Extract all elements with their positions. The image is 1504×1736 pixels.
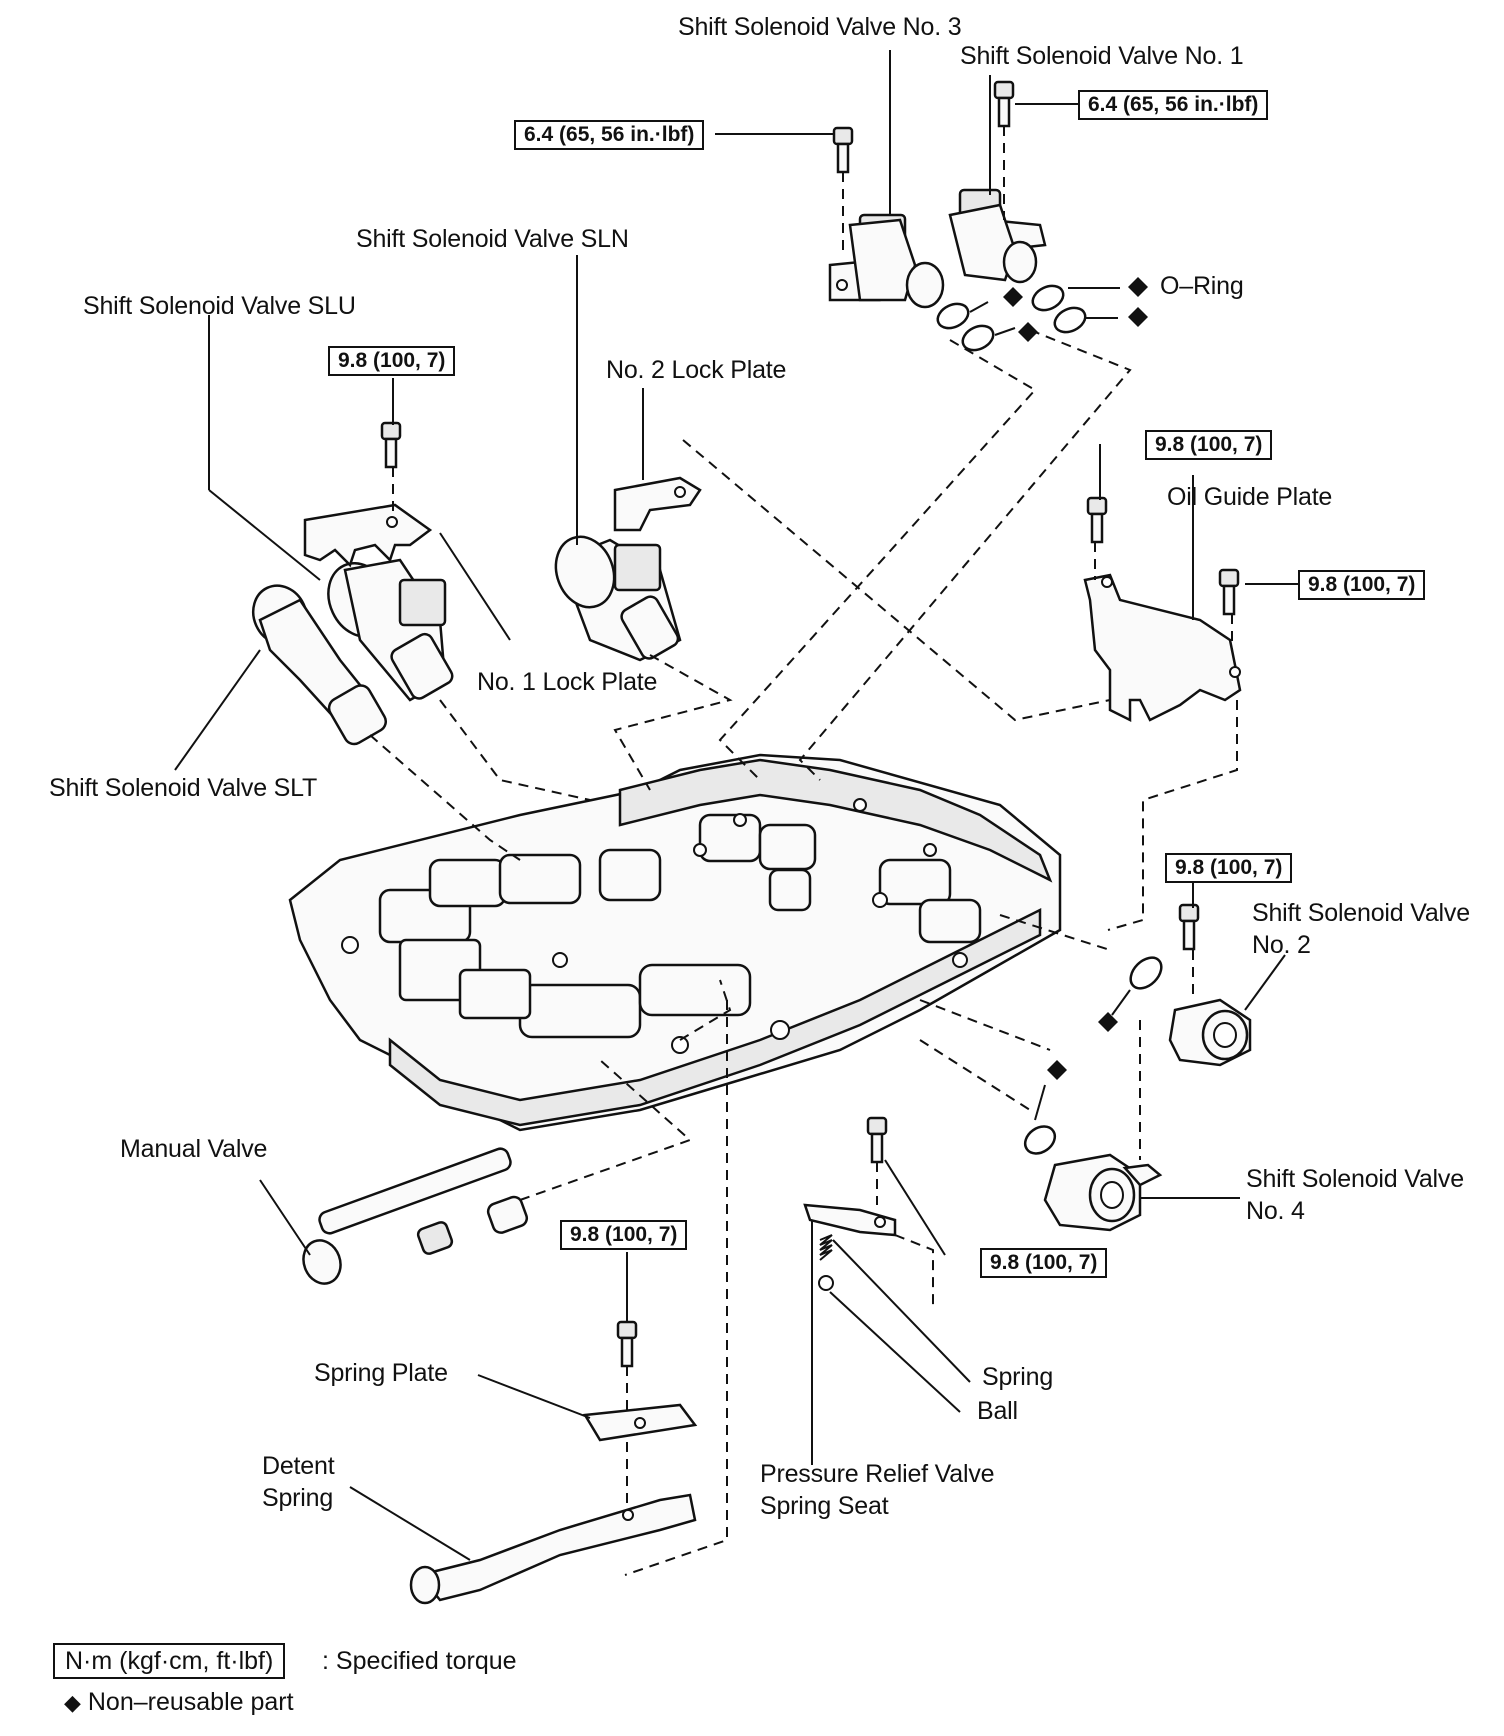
torque-box-no1-lock-plate-bolt: 9.8 (100, 7) (328, 346, 456, 376)
pressure-relief-parts (803, 1116, 897, 1291)
assembly-lines (369, 126, 1238, 1576)
label-oil-guide-plate: Oil Guide Plate (1167, 483, 1333, 511)
no1-lock-plate (303, 421, 433, 568)
label-spring: Spring (982, 1363, 1054, 1391)
bolt-icon (832, 80, 1015, 174)
oil-guide-plate (1083, 496, 1242, 723)
label-pressure-relief-valve-spring-seat: Pressure Relief Valve Spring Seat (760, 1460, 995, 1520)
label-shift-solenoid-slt: Shift Solenoid Valve SLT (49, 774, 318, 802)
label-shift-solenoid-sln: Shift Solenoid Valve SLN (356, 225, 629, 253)
legend-torque-unit-box: N·m (kgf·cm, ft·lbf) (53, 1643, 286, 1679)
torque-box-spring-plate-bolt: 9.8 (100, 7) (560, 1220, 688, 1250)
torque-box-relief-valve-bolt: 9.8 (100, 7) (980, 1248, 1108, 1278)
torque-box-oil-guide-bolt-2: 9.8 (100, 7) (1298, 570, 1426, 600)
torque-box-ssv1-bolt: 6.4 (65, 56 in.·lbf) (1078, 90, 1269, 120)
label-shift-solenoid-no3: Shift Solenoid Valve No. 3 (678, 13, 962, 41)
no2-lock-plate (613, 476, 702, 532)
spring-plate (582, 1320, 698, 1442)
label-no1-lock-plate: No. 1 Lock Plate (477, 668, 658, 696)
shift-solenoid-slt (251, 584, 388, 746)
label-detent-spring: Detent Spring (262, 1452, 335, 1512)
leader-lines (174, 50, 1300, 1561)
label-manual-valve: Manual Valve (120, 1135, 268, 1163)
shift-solenoid-sln (554, 535, 682, 662)
legend-nonreusable-text: Non–reusable part (87, 1688, 294, 1716)
shift-solenoid-no4 (1023, 1125, 1163, 1232)
label-ball: Ball (977, 1397, 1018, 1425)
label-spring-plate: Spring Plate (314, 1359, 448, 1387)
manual-valve (302, 1147, 529, 1285)
label-no2-lock-plate: No. 2 Lock Plate (606, 356, 787, 384)
label-shift-solenoid-no1: Shift Solenoid Valve No. 1 (960, 42, 1244, 70)
label-shift-solenoid-no2: Shift Solenoid Valve No. 2 (1252, 899, 1470, 959)
legend-nonreusable: ◆ Non–reusable part (64, 1686, 294, 1719)
nonreusable-diamonds (1003, 277, 1148, 1121)
torque-box-oil-guide-bolt-1: 9.8 (100, 7) (1145, 430, 1273, 460)
shift-solenoid-no3 (828, 213, 945, 309)
valve-body (288, 753, 1062, 1132)
label-o-ring: O–Ring (1160, 272, 1244, 300)
label-shift-solenoid-slu: Shift Solenoid Valve SLU (83, 292, 356, 320)
legend-specified-torque: : Specified torque (322, 1647, 517, 1675)
torque-box-ssv3-bolt: 6.4 (65, 56 in.·lbf) (514, 120, 705, 150)
label-shift-solenoid-no4: Shift Solenoid Valve No. 4 (1246, 1165, 1464, 1225)
o-rings-top (936, 284, 1087, 352)
torque-box-ssv2-bolt: 9.8 (100, 7) (1165, 853, 1293, 883)
shift-solenoid-no2 (1129, 903, 1252, 1067)
black-diamond-icon: ◆ (64, 1690, 81, 1715)
detent-spring (409, 1493, 697, 1605)
shift-solenoid-no1 (948, 188, 1047, 284)
shift-solenoid-slu (327, 558, 454, 702)
